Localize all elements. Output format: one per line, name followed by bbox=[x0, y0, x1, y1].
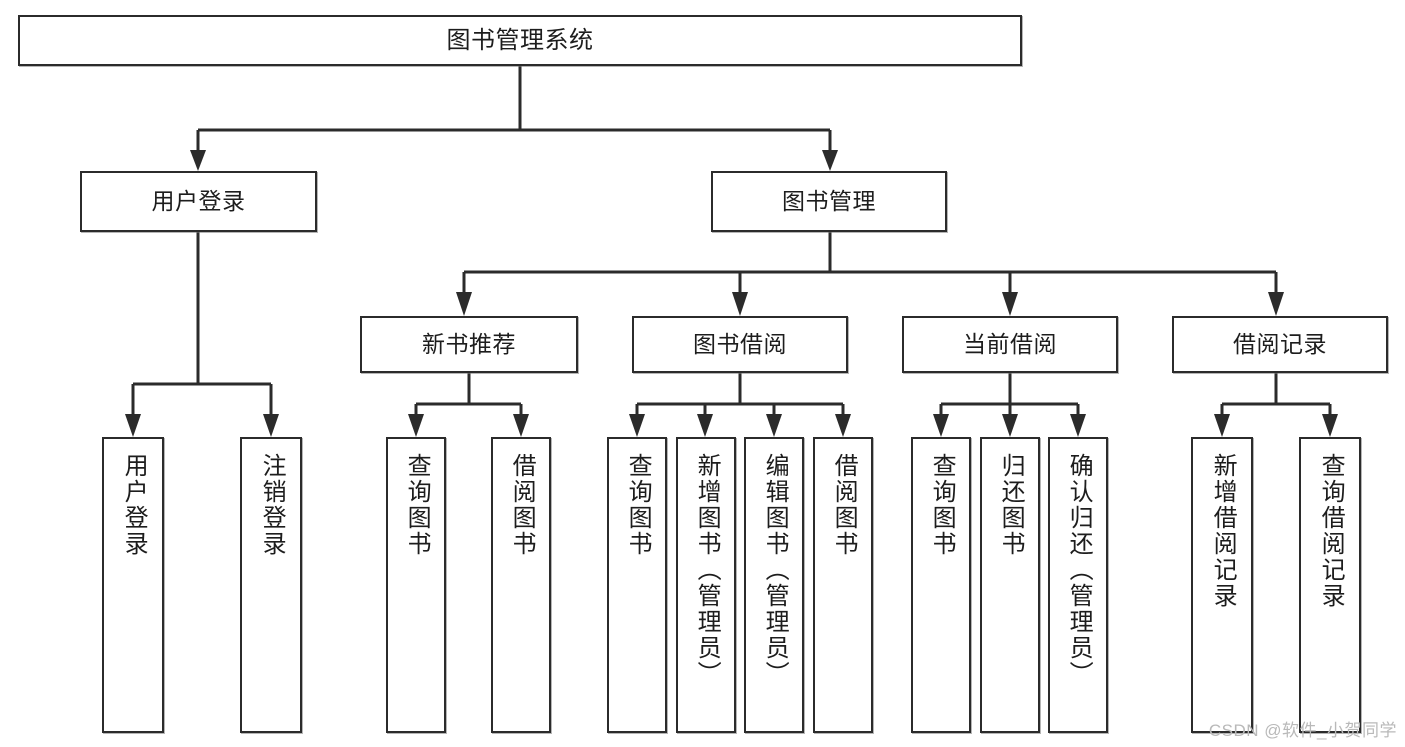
arrow-userlogin-l2 bbox=[263, 414, 279, 437]
node-label: 查询图书 bbox=[624, 453, 652, 557]
node-user-login[interactable]: 用户登录 bbox=[80, 171, 317, 232]
node-label: 借阅图书 bbox=[508, 453, 536, 557]
node-label: 图书管理系统 bbox=[446, 26, 594, 54]
node-label: 新书推荐 bbox=[422, 331, 516, 358]
node-book-borrow[interactable]: 图书借阅 bbox=[632, 316, 848, 373]
arrow-borrow-l3 bbox=[766, 414, 782, 437]
node-label: 用户登录 bbox=[120, 453, 148, 557]
leaf-query-book-newbook[interactable]: 查询图书 bbox=[386, 437, 446, 733]
node-borrow-record[interactable]: 借阅记录 bbox=[1172, 316, 1388, 373]
arrow-root-to-book-mgmt bbox=[822, 150, 838, 171]
node-label: 借阅记录 bbox=[1233, 331, 1327, 358]
node-label: 查询借阅记录 bbox=[1317, 453, 1345, 609]
node-label: 查询图书 bbox=[403, 453, 431, 557]
node-label: 当前借阅 bbox=[963, 331, 1057, 358]
node-label: 图书借阅 bbox=[693, 331, 787, 358]
leaf-query-book-current[interactable]: 查询图书 bbox=[911, 437, 971, 733]
leaf-add-borrow-record[interactable]: 新增借阅记录 bbox=[1191, 437, 1253, 733]
node-label: 借阅图书 bbox=[830, 453, 858, 557]
arrow-current-l2 bbox=[1002, 414, 1018, 437]
leaf-user-login[interactable]: 用户登录 bbox=[102, 437, 164, 733]
leaf-add-book-admin[interactable]: 新增图书（管理员） bbox=[676, 437, 736, 733]
arrow-record-l2 bbox=[1322, 414, 1338, 437]
node-label: 确认归还（管理员） bbox=[1065, 453, 1093, 687]
node-label: 注销登录 bbox=[258, 453, 286, 557]
leaf-borrow-book-newbook[interactable]: 借阅图书 bbox=[491, 437, 551, 733]
leaf-edit-book-admin[interactable]: 编辑图书（管理员） bbox=[744, 437, 804, 733]
node-new-book-recommend[interactable]: 新书推荐 bbox=[360, 316, 578, 373]
arrow-userlogin-l1 bbox=[125, 414, 141, 437]
arrow-borrow-l2 bbox=[697, 414, 713, 437]
leaf-return-book[interactable]: 归还图书 bbox=[980, 437, 1040, 733]
node-label: 新增借阅记录 bbox=[1209, 453, 1237, 609]
arrow-root-to-user-login bbox=[190, 150, 206, 171]
arrow-current-l3 bbox=[1070, 414, 1086, 437]
node-label: 编辑图书（管理员） bbox=[761, 453, 789, 687]
leaf-confirm-return-admin[interactable]: 确认归还（管理员） bbox=[1048, 437, 1108, 733]
leaf-borrow-book[interactable]: 借阅图书 bbox=[813, 437, 873, 733]
arrow-bookmgmt-c2 bbox=[732, 292, 748, 316]
arrow-record-l1 bbox=[1214, 414, 1230, 437]
node-book-management[interactable]: 图书管理 bbox=[711, 171, 947, 232]
leaf-query-borrow-record[interactable]: 查询借阅记录 bbox=[1299, 437, 1361, 733]
arrow-newbook-l2 bbox=[513, 414, 529, 437]
arrow-bookmgmt-c1 bbox=[456, 292, 472, 316]
arrow-current-l1 bbox=[933, 414, 949, 437]
node-label: 用户登录 bbox=[151, 188, 246, 215]
node-label: 图书管理 bbox=[782, 188, 876, 215]
arrow-borrow-l4 bbox=[835, 414, 851, 437]
leaf-logout-login[interactable]: 注销登录 bbox=[240, 437, 302, 733]
arrow-borrow-l1 bbox=[629, 414, 645, 437]
node-label: 查询图书 bbox=[928, 453, 956, 557]
node-current-borrow[interactable]: 当前借阅 bbox=[902, 316, 1118, 373]
node-root-book-management-system[interactable]: 图书管理系统 bbox=[18, 15, 1022, 66]
arrow-bookmgmt-c3 bbox=[1002, 292, 1018, 316]
node-label: 新增图书（管理员） bbox=[693, 453, 721, 687]
node-label: 归还图书 bbox=[997, 453, 1025, 557]
arrow-bookmgmt-c4 bbox=[1268, 292, 1284, 316]
leaf-query-book-borrow[interactable]: 查询图书 bbox=[607, 437, 667, 733]
arrow-newbook-l1 bbox=[408, 414, 424, 437]
